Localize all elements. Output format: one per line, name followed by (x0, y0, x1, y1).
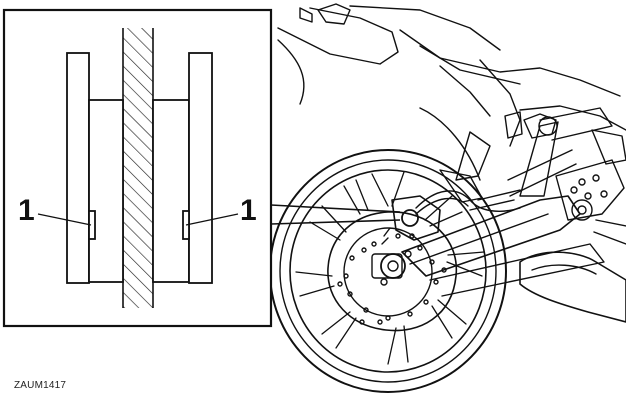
inset-leader-lines (270, 204, 401, 225)
callout-label-left: 1 (18, 194, 35, 227)
right-brake-pad (152, 52, 213, 284)
left-pad-backing-plate (66, 52, 90, 284)
right-pad-lining (152, 99, 190, 283)
footpeg-bracket (555, 159, 626, 245)
brake-disc-section (123, 28, 153, 308)
left-brake-pad (66, 52, 124, 284)
motorcycle-rear-illustration (269, 3, 626, 393)
left-pad-lining (88, 99, 124, 283)
exhaust-muffler (519, 251, 626, 323)
swing-arm (401, 195, 605, 297)
brake-caliper (381, 195, 441, 245)
figure-code: ZAUM1417 (14, 380, 67, 391)
callout-label-right: 1 (240, 194, 257, 227)
rear-frame-and-fender (277, 3, 626, 211)
right-pad-backing-plate (188, 52, 213, 284)
callout-leaders (37, 213, 239, 226)
brake-hose (415, 190, 521, 215)
rear-shock-absorber (507, 107, 613, 197)
